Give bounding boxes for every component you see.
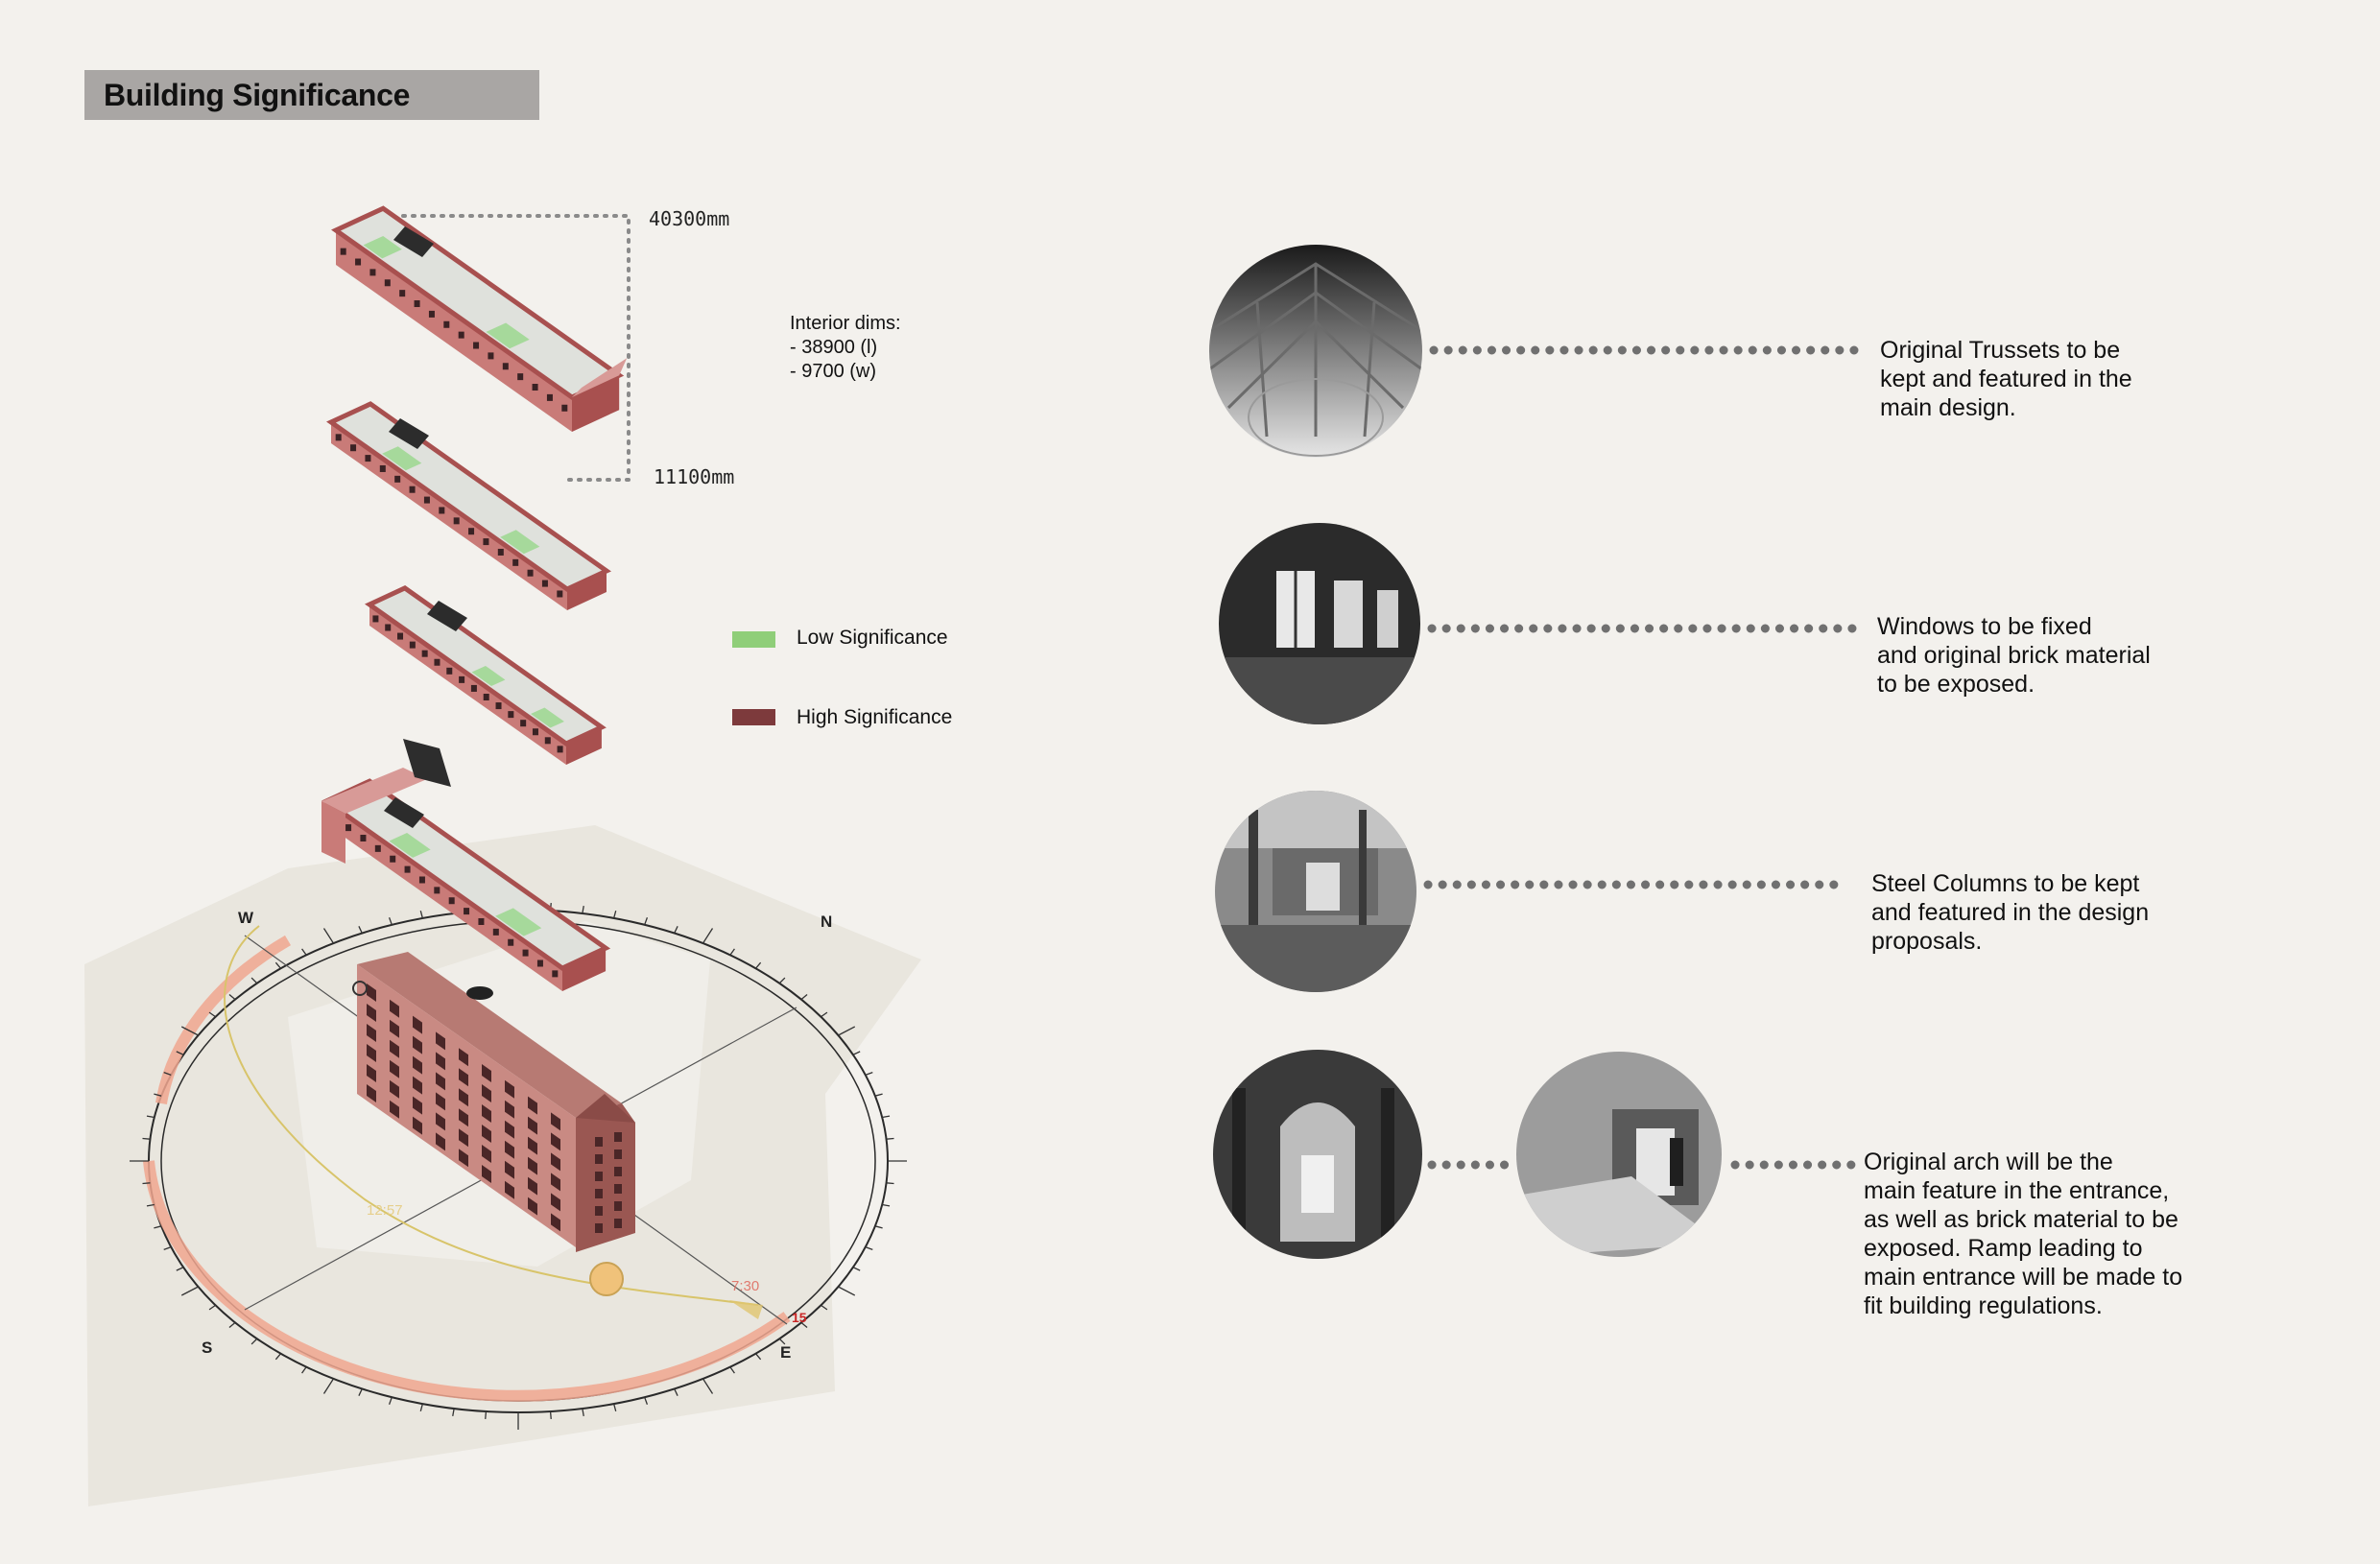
legend-swatch-low bbox=[732, 631, 775, 648]
noon-time: 12:57 bbox=[367, 1202, 403, 1219]
note-windows: Windows to be fixed and original brick m… bbox=[1877, 612, 2151, 699]
compass-south: S bbox=[202, 1339, 212, 1357]
note-line: kept and featured in the bbox=[1880, 366, 2132, 392]
note-line: proposals. bbox=[1871, 928, 1983, 955]
note-arch: Original arch will be the main feature i… bbox=[1864, 1148, 2182, 1320]
building-block bbox=[352, 952, 635, 1252]
photo-windows bbox=[1219, 523, 1420, 724]
legend-low-label: Low Significance bbox=[797, 627, 948, 649]
note-line: as well as brick material to be bbox=[1864, 1206, 2178, 1233]
sun-band-upper bbox=[155, 935, 292, 1104]
note-line: and featured in the design bbox=[1871, 899, 2150, 926]
note-line: exposed. Ramp leading to bbox=[1864, 1235, 2143, 1262]
note-line: Windows to be fixed bbox=[1877, 613, 2092, 640]
compass-west: W bbox=[238, 909, 254, 927]
photo-columns bbox=[1215, 791, 1416, 992]
photo-trusses bbox=[1209, 245, 1422, 458]
interior-length: - 38900 (l) bbox=[790, 337, 878, 358]
legend-swatch-high bbox=[732, 709, 775, 725]
interior-dims: Interior dims: - 38900 (l) - 9700 (w) bbox=[790, 312, 901, 384]
sun-band bbox=[143, 1160, 791, 1402]
length-dimension: 40300mm bbox=[649, 207, 730, 230]
note-line: Original arch will be the bbox=[1864, 1149, 2113, 1175]
legend-high-label: High Significance bbox=[797, 706, 953, 728]
page-title: Building Significance bbox=[104, 78, 411, 112]
sunrise-time: 7:30 bbox=[731, 1278, 759, 1294]
note-line: main entrance will be made to bbox=[1864, 1264, 2183, 1291]
dimension-line bbox=[401, 214, 631, 482]
day-number: 15 bbox=[792, 1310, 807, 1325]
note-line: main design. bbox=[1880, 394, 2016, 421]
note-columns: Steel Columns to be kept and featured in… bbox=[1871, 869, 2149, 956]
note-line: to be exposed. bbox=[1877, 671, 2035, 698]
interior-width: - 9700 (w) bbox=[790, 361, 877, 382]
photo-arch bbox=[1213, 1050, 1422, 1259]
note-line: fit building regulations. bbox=[1864, 1292, 2103, 1319]
compass-east: E bbox=[780, 1343, 791, 1362]
compass-north: N bbox=[821, 912, 832, 931]
title-bar: Building Significance bbox=[84, 70, 539, 120]
photo-ramp bbox=[1516, 1052, 1722, 1257]
note-line: Steel Columns to be kept bbox=[1871, 870, 2140, 897]
interior-heading: Interior dims: bbox=[790, 313, 901, 334]
note-line: Original Trussets to be bbox=[1880, 337, 2121, 364]
note-trusses: Original Trussets to be kept and feature… bbox=[1880, 336, 2132, 422]
width-dimension: 11100mm bbox=[654, 465, 735, 488]
note-line: and original brick material bbox=[1877, 642, 2151, 669]
sun-icon bbox=[589, 1262, 624, 1296]
note-line: main feature in the entrance, bbox=[1864, 1177, 2170, 1204]
